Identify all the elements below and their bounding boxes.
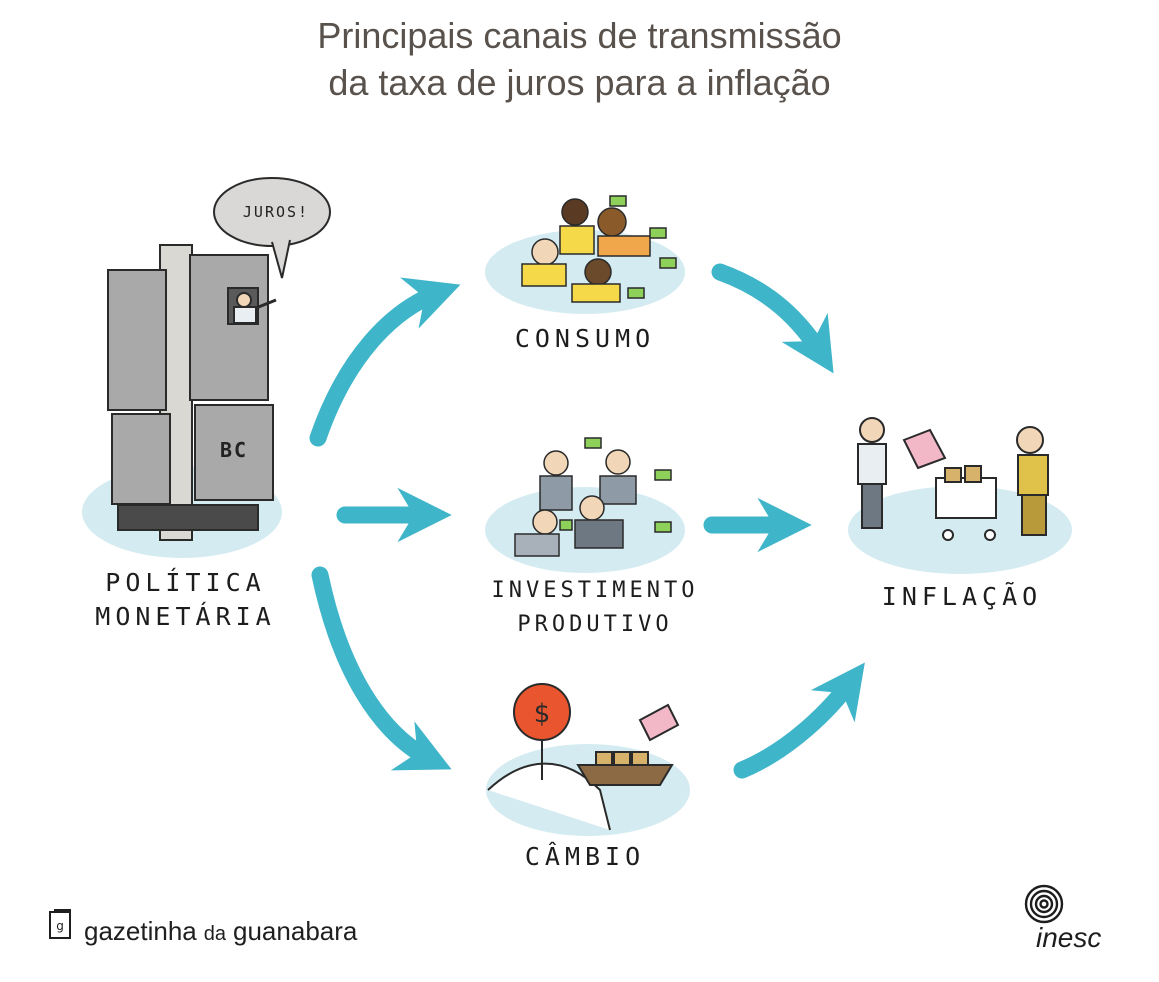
inflacao-label: INFLAÇÃO <box>862 580 1062 614</box>
consumo-label: CONSUMO <box>490 322 680 356</box>
speech-bubble <box>213 177 331 279</box>
politica-monetaria-label: POLÍTICA MONETÁRIA <box>78 566 293 634</box>
inflacao-illustration <box>857 417 1049 541</box>
politica-label-line-2: MONETÁRIA <box>95 602 276 631</box>
newspaper-icon: g <box>49 909 71 939</box>
arrow-politica-to-cambio <box>311 566 452 771</box>
arrow-politica-to-consumo <box>309 277 461 447</box>
inflacao-label-text: INFLAÇÃO <box>881 582 1043 611</box>
brand-word-2: da <box>203 923 227 945</box>
inesc-logo-mark <box>1024 884 1064 924</box>
consumo-label-text: CONSUMO <box>514 324 656 353</box>
arrow-consumo-to-inflacao <box>711 263 834 374</box>
currency-exchange-sign <box>513 683 571 741</box>
inflacao-blob <box>848 486 1072 574</box>
investimento-label: INVESTIMENTO PRODUTIVO <box>470 574 720 642</box>
gazetinha-logo: g gazetinha da guanabara <box>48 908 357 947</box>
speech-bubble-text: JUROS! <box>242 203 310 221</box>
cambio-label: CÂMBIO <box>505 840 665 874</box>
building-sign-text: BC <box>220 438 249 462</box>
investimento-label-line-1: INVESTIMENTO <box>491 578 699 603</box>
svg-text:$: $ <box>534 699 551 729</box>
investimento-people-illustration <box>514 437 672 557</box>
politica-label-line-1: POLÍTICA <box>105 568 266 597</box>
central-bank-building <box>107 244 277 541</box>
consumo-people-illustration <box>521 195 677 303</box>
cambio-label-text: CÂMBIO <box>524 842 646 871</box>
cambio-illustration: $ <box>487 683 680 831</box>
svg-text:g: g <box>56 919 64 933</box>
investimento-label-line-2: PRODUTIVO <box>517 612 673 637</box>
title-line-2: da taxa de juros para a inflação <box>328 62 831 103</box>
diagram-title: Principais canais de transmissão da taxa… <box>0 12 1159 106</box>
brand-word-1: gazetinha <box>84 916 197 946</box>
title-line-1: Principais canais de transmissão <box>317 15 842 56</box>
brand-word-3: guanabara <box>233 916 358 946</box>
arrow-cambio-to-inflacao <box>733 662 865 779</box>
inesc-logo-text: inesc <box>1036 922 1102 953</box>
